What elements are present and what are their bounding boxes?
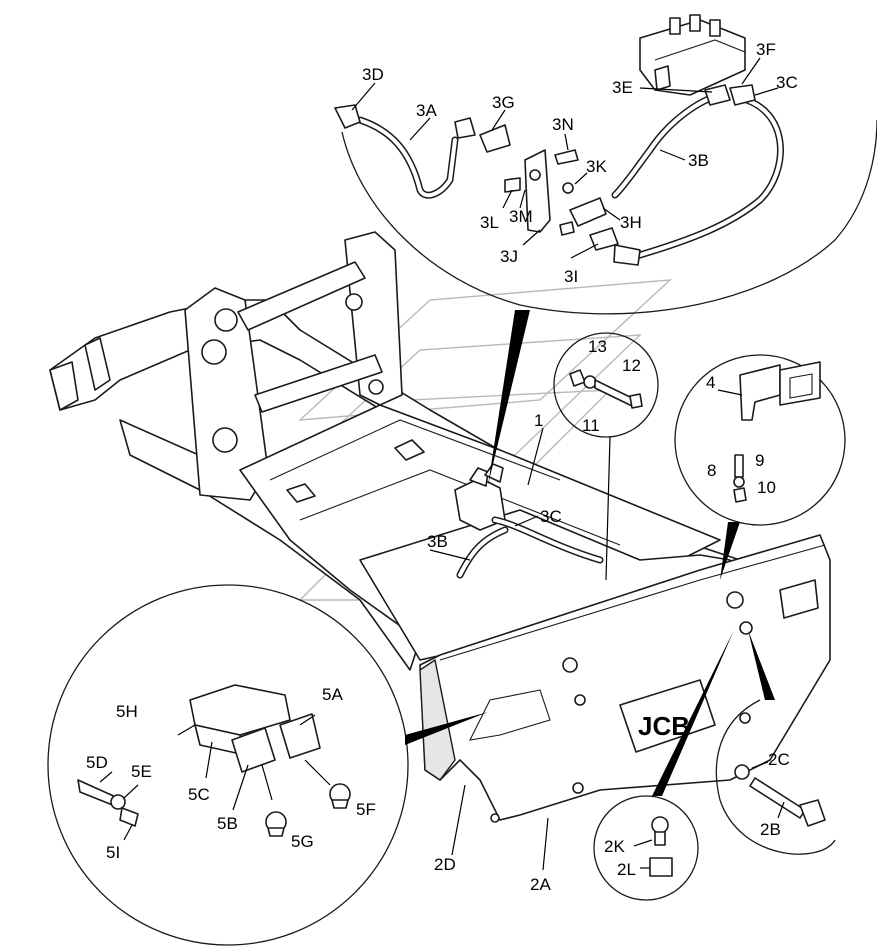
callout-fitting-detail (593, 795, 699, 901)
label-3D: 3D (362, 65, 384, 84)
label-3C-chassis: 3C (540, 507, 562, 526)
label-3E: 3E (612, 78, 633, 97)
label-5I: 5I (106, 843, 120, 862)
label-3A: 3A (416, 101, 437, 120)
leader-5G (261, 764, 273, 801)
label-3B-top: 3B (688, 151, 709, 170)
callout-counterweight-bolt (715, 699, 836, 855)
label-5G: 5G (291, 832, 314, 851)
label-5C: 5C (188, 785, 210, 804)
label-3H: 3H (620, 213, 642, 232)
control-valve-chassis (454, 463, 506, 531)
callout-hydraulic-detail (334, 14, 877, 315)
label-5B: 5B (217, 814, 238, 833)
label-2C: 2C (768, 750, 790, 769)
label-13: 13 (588, 337, 607, 356)
label-8: 8 (707, 461, 716, 480)
label-3M: 3M (509, 207, 533, 226)
label-1: 1 (534, 411, 543, 430)
label-5H: 5H (116, 702, 138, 721)
part-labels: 3D 3A 3G 3N 3K 3E 3F 3C 3B 3L 3M 3H 3J 3… (86, 40, 798, 894)
callout-pointer-counterweight-bolt (748, 630, 775, 700)
callout-light-detail (47, 584, 409, 946)
label-3F: 3F (756, 40, 776, 59)
callout-pointer-bracket (720, 522, 740, 580)
callout-pointer-fitting (652, 630, 734, 796)
label-3B-chassis: 3B (427, 532, 448, 551)
label-5E: 5E (131, 762, 152, 781)
callout-pointer-light (405, 712, 488, 745)
brand-logo-text: JCB (638, 711, 690, 741)
label-3N: 3N (552, 115, 574, 134)
label-5A: 5A (322, 685, 343, 704)
label-3J: 3J (500, 247, 518, 266)
label-2B: 2B (760, 820, 781, 839)
leader-5H (177, 724, 196, 736)
callout-bolt-detail (553, 332, 659, 438)
callout-pointer-hydraulic (488, 310, 530, 485)
label-4: 4 (706, 373, 715, 392)
label-2L: 2L (617, 860, 636, 879)
label-3G: 3G (492, 93, 515, 112)
label-9: 9 (755, 451, 764, 470)
callout-pointer-bolt (605, 436, 611, 581)
label-2A: 2A (530, 875, 551, 894)
label-5D: 5D (86, 753, 108, 772)
leader-lines (99, 57, 785, 871)
label-3L: 3L (480, 213, 499, 232)
label-3K: 3K (586, 157, 607, 176)
label-12: 12 (622, 356, 641, 375)
label-2K: 2K (604, 837, 625, 856)
callout-bracket-detail (674, 354, 846, 526)
hoses-chassis (456, 516, 604, 579)
label-11: 11 (582, 416, 600, 435)
label-5F: 5F (356, 800, 376, 819)
label-10: 10 (757, 478, 776, 497)
counterweight: JCB (419, 534, 831, 823)
label-3C-top: 3C (776, 73, 798, 92)
label-3I: 3I (564, 267, 578, 286)
label-2D: 2D (434, 855, 456, 874)
leader-5F (304, 759, 331, 786)
